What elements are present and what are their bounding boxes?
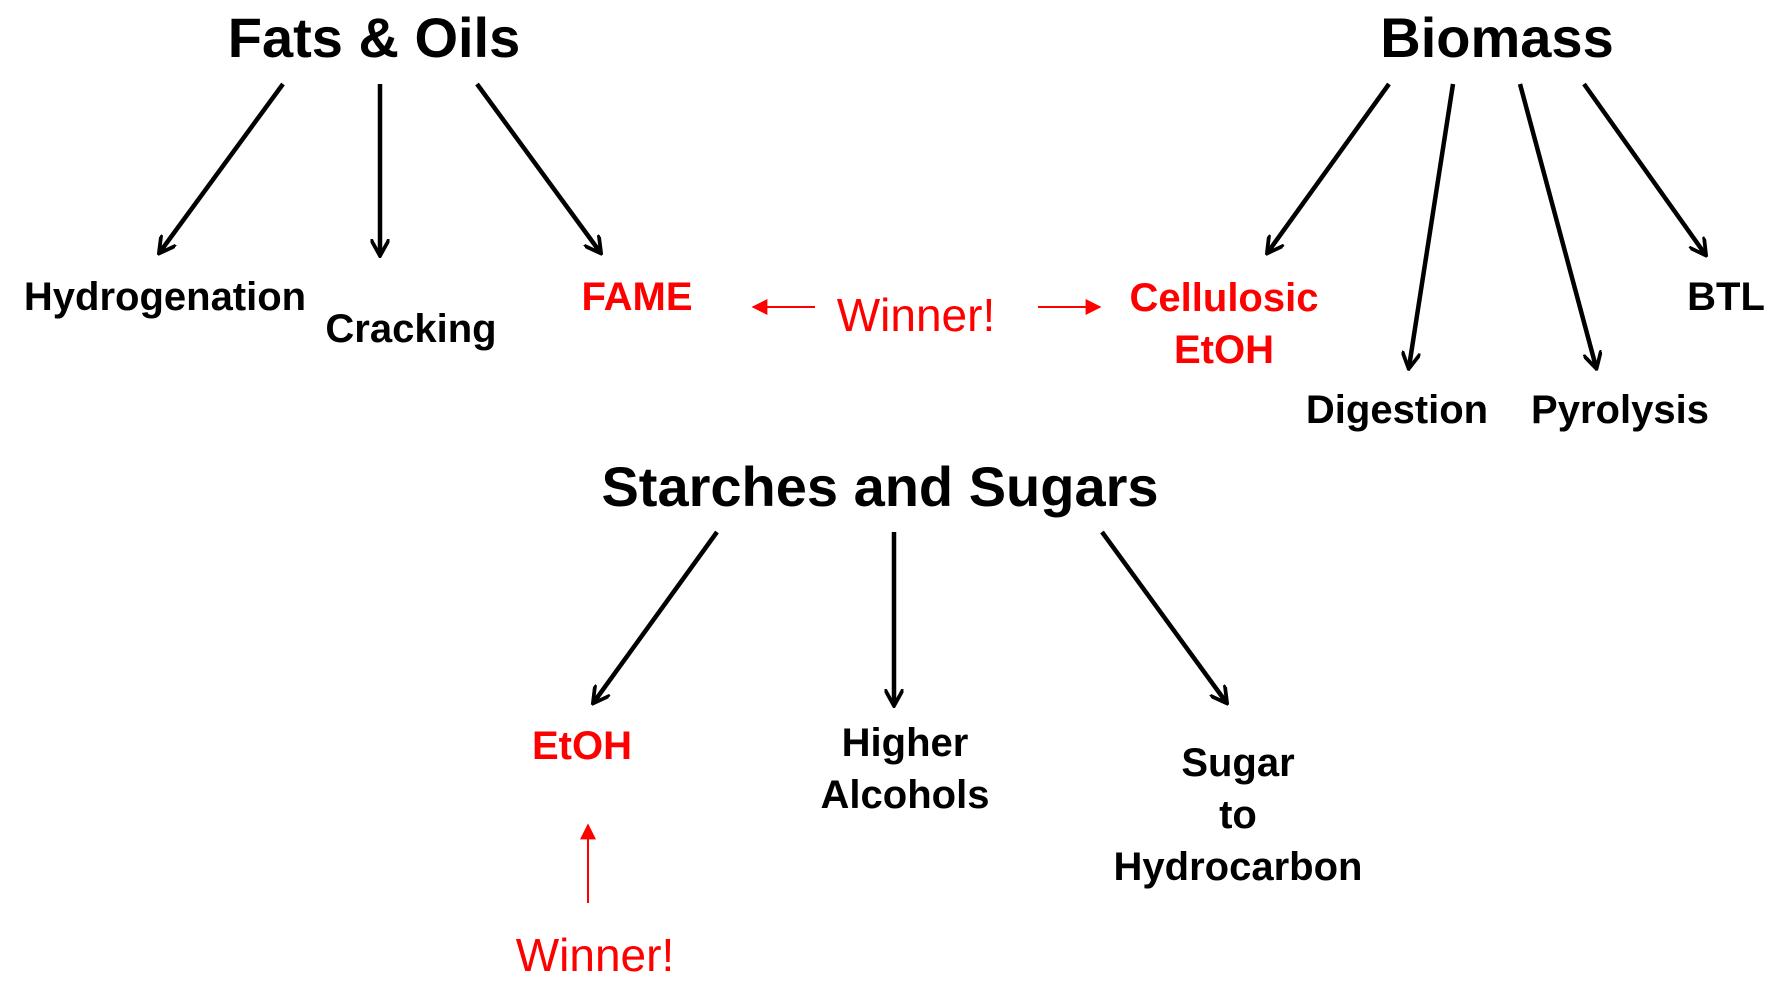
winner-label-bottom: Winner! xyxy=(515,929,675,981)
node-cellulosic-etoh: Cellulosic EtOH xyxy=(1130,272,1319,376)
arrow-biomass-to-cellulosic xyxy=(1268,82,1391,252)
arrow-fats-to-fame xyxy=(475,82,600,252)
node-higher-alcohols-line2: Alcohols xyxy=(820,773,990,817)
arrow-biomass-to-btl xyxy=(1582,82,1705,254)
node-hydrogenation: Hydrogenation xyxy=(23,275,307,319)
node-etoh: EtOH xyxy=(532,724,632,768)
node-sugar-to-hydrocarbon: Sugar to Hydrocarbon xyxy=(1114,737,1363,893)
arrow-starches-to-etoh xyxy=(594,530,719,702)
node-btl: BTL xyxy=(1687,275,1765,319)
node-digestion: Digestion xyxy=(1305,388,1489,432)
arrow-fats-to-hydrogenation xyxy=(160,82,285,252)
node-sugar-to-hydrocarbon-line1: Sugar xyxy=(1181,741,1295,785)
heading-biomass: Biomass xyxy=(1380,6,1614,69)
node-sugar-to-hydrocarbon-line2: to xyxy=(1219,793,1257,837)
node-higher-alcohols-line1: Higher xyxy=(841,721,969,765)
node-fame: FAME xyxy=(581,275,693,319)
node-higher-alcohols: Higher Alcohols xyxy=(821,717,990,821)
node-cellulosic-etoh-line1: Cellulosic xyxy=(1129,276,1319,320)
node-pyrolysis: Pyrolysis xyxy=(1531,388,1709,432)
arrow-biomass-to-digestion xyxy=(1409,83,1456,367)
heading-starches-sugars: Starches and Sugars xyxy=(601,455,1159,518)
arrow-biomass-to-pyrolysis xyxy=(1517,83,1596,367)
winner-label-top: Winner! xyxy=(836,289,996,341)
heading-fats-oils: Fats & Oils xyxy=(227,6,521,69)
node-cellulosic-etoh-line2: EtOH xyxy=(1173,328,1274,372)
arrow-starches-to-sugar-hydrocarbon xyxy=(1100,530,1226,702)
node-cracking: Cracking xyxy=(325,307,497,351)
node-sugar-to-hydrocarbon-line3: Hydrocarbon xyxy=(1113,845,1363,889)
